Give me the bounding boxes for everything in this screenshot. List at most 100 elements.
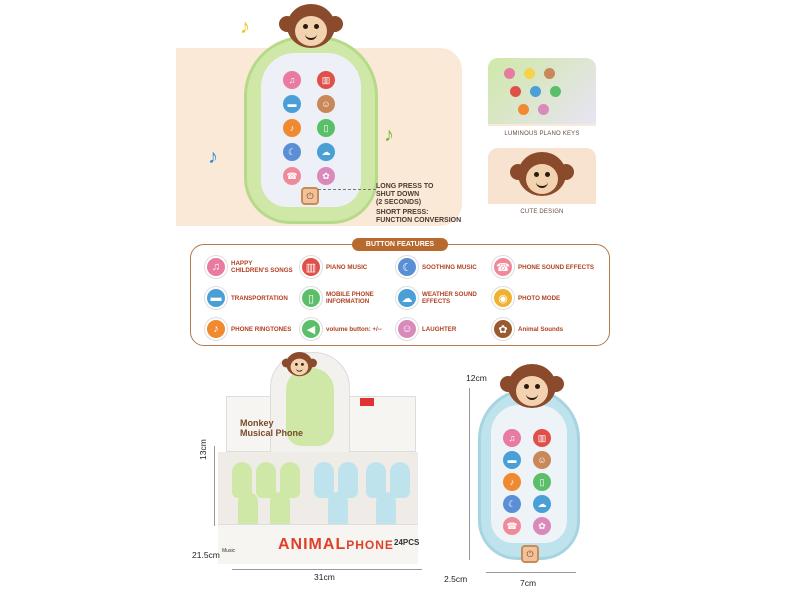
animal-key: ✿ — [533, 517, 551, 535]
feature-item: ◉ PHOTO MODE — [492, 287, 560, 309]
music-notes-icon: ♫ — [205, 256, 227, 278]
box-brand: Monkey Musical Phone — [240, 418, 303, 438]
weather-key: ☁ — [317, 143, 335, 161]
phone-keypad: ♫ ▥ ▬ ☺ ♪ ▯ ☾ ☁ ☎ ✿ ⏻ — [491, 405, 567, 563]
telephone-key: ☎ — [283, 167, 301, 185]
mobile-key: ▯ — [317, 119, 335, 137]
car-icon: ▬ — [205, 287, 227, 309]
box-width-label: 31cm — [314, 572, 335, 582]
feature-label: PHONE SOUND EFFECTS — [518, 263, 594, 271]
monkey-head-icon — [281, 352, 317, 378]
monkey-key: ☺ — [317, 95, 335, 113]
feature-item: ◀ volume button: +/-- — [300, 318, 382, 340]
short-press-callout: SHORT PRESS: FUNCTION CONVERSION — [376, 209, 461, 225]
music-note-icon: ♪ — [240, 16, 250, 38]
luminous-keys-image — [488, 58, 596, 124]
feature-label: LAUGHTER — [422, 325, 457, 333]
moon-key: ☾ — [503, 495, 521, 513]
dimension-line — [214, 446, 215, 526]
telephone-key: ☎ — [503, 517, 521, 535]
power-key: ⏻ — [521, 545, 539, 563]
display-box-front — [218, 524, 418, 564]
feature-label: TRANSPORTATION — [231, 294, 288, 302]
callout-text: SHORT PRESS: — [376, 209, 429, 216]
monkey-face-icon: ☺ — [396, 318, 418, 340]
music-notes-key: ♫ — [283, 71, 301, 89]
feature-label: PHOTO MODE — [518, 294, 561, 302]
blue-phone-toy: ♫ ▥ ▬ ☺ ♪ ▯ ☾ ☁ ☎ ✿ ⏻ — [478, 388, 580, 563]
animal-key: ✿ — [317, 167, 335, 185]
phone-keypad: ♫ ▥ ▬ ☺ ♪ ▯ ☾ ☁ ☎ ✿ ⏻ — [261, 53, 361, 207]
green-phone-toy: ♫ ▥ ▬ ☺ ♪ ▯ ☾ ☁ ☎ ✿ ⏻ — [244, 36, 378, 224]
brand-line: Monkey — [240, 418, 274, 428]
bell-key: ♪ — [503, 473, 521, 491]
piano-key: ▥ — [533, 429, 551, 447]
thumbnail-caption: CUTE DESIGN — [488, 204, 596, 220]
monkey-head-icon — [510, 152, 574, 200]
brand-line: Musical Phone — [240, 428, 304, 438]
car-key: ▬ — [283, 95, 301, 113]
power-key: ⏻ — [301, 187, 319, 205]
box-title-animal: ANIMAL — [278, 536, 347, 553]
callout-text: FUNCTION CONVERSION — [376, 217, 462, 224]
feature-item: ▥ PIANO MUSIC — [300, 256, 367, 278]
dimension-line — [232, 569, 422, 570]
monkey-key: ☺ — [533, 451, 551, 469]
moon-icon: ☾ — [396, 256, 418, 278]
cute-design-thumbnail: CUTE DESIGN — [488, 148, 596, 220]
weather-key: ☁ — [533, 495, 551, 513]
luminous-keys-thumbnail: LUMINOUS PLANO KEYS — [488, 58, 596, 142]
callout-text: SHUT DOWN — [376, 191, 420, 198]
thumbnail-caption: LUMINOUS PLANO KEYS — [488, 126, 596, 142]
box-phone-illustration — [286, 368, 334, 446]
box-height-label: 13cm — [198, 439, 208, 460]
music-note-icon: ♪ — [208, 146, 218, 168]
feature-item: ♪ PHONE RINGTONES — [205, 318, 291, 340]
monkey-head-icon — [500, 364, 564, 412]
dimension-line — [469, 388, 470, 560]
box-title-phone: PHONE — [346, 538, 394, 552]
callout-text: LONG PRESS TO — [376, 183, 434, 190]
moon-key: ☾ — [283, 143, 301, 161]
feature-label: PIANO MUSIC — [326, 263, 368, 271]
box-pcs: 24PCS — [394, 538, 420, 547]
feature-item: ☾ SOOTHING MUSIC — [396, 256, 477, 278]
features-title: BUTTON FEATURES — [352, 238, 448, 251]
callout-text: (2 SECONDS) — [376, 199, 422, 206]
music-note-icon: ♪ — [384, 124, 394, 146]
bell-key: ♪ — [283, 119, 301, 137]
long-press-callout: LONG PRESS TO SHUT DOWN (2 SECONDS) — [376, 183, 433, 207]
music-notes-key: ♫ — [503, 429, 521, 447]
feature-item: ☺ LAUGHTER — [396, 318, 456, 340]
dimension-line — [486, 572, 576, 573]
feature-item: ▬ TRANSPORTATION — [205, 287, 288, 309]
callout-leader — [318, 189, 376, 190]
monkey-head-icon — [279, 4, 343, 52]
display-box-body — [218, 452, 418, 534]
box-tag — [360, 398, 374, 406]
phone-height-label: 12cm — [466, 373, 487, 383]
feature-label: Animal Sounds — [518, 325, 564, 333]
animal-icon: ✿ — [492, 318, 514, 340]
piano-key: ▥ — [317, 71, 335, 89]
car-key: ▬ — [503, 451, 521, 469]
mobile-key: ▯ — [533, 473, 551, 491]
feature-item: ☎ PHONE SOUND EFFECTS — [492, 256, 594, 278]
weather-icon: ☁ — [396, 287, 418, 309]
box-music-label: Music — [222, 548, 236, 554]
feature-item: ✿ Animal Sounds — [492, 318, 563, 340]
speaker-icon: ◀ — [300, 318, 322, 340]
piano-icon: ▥ — [300, 256, 322, 278]
bell-icon: ♪ — [205, 318, 227, 340]
phone-depth-label: 2.5cm — [444, 574, 468, 584]
box-title: ANIMALPHONE — [278, 536, 394, 554]
box-depth-label: 21.5cm — [192, 550, 220, 560]
feature-label: volume button: +/-- — [326, 325, 382, 333]
feature-label: PHONE RINGTONES — [231, 325, 292, 333]
